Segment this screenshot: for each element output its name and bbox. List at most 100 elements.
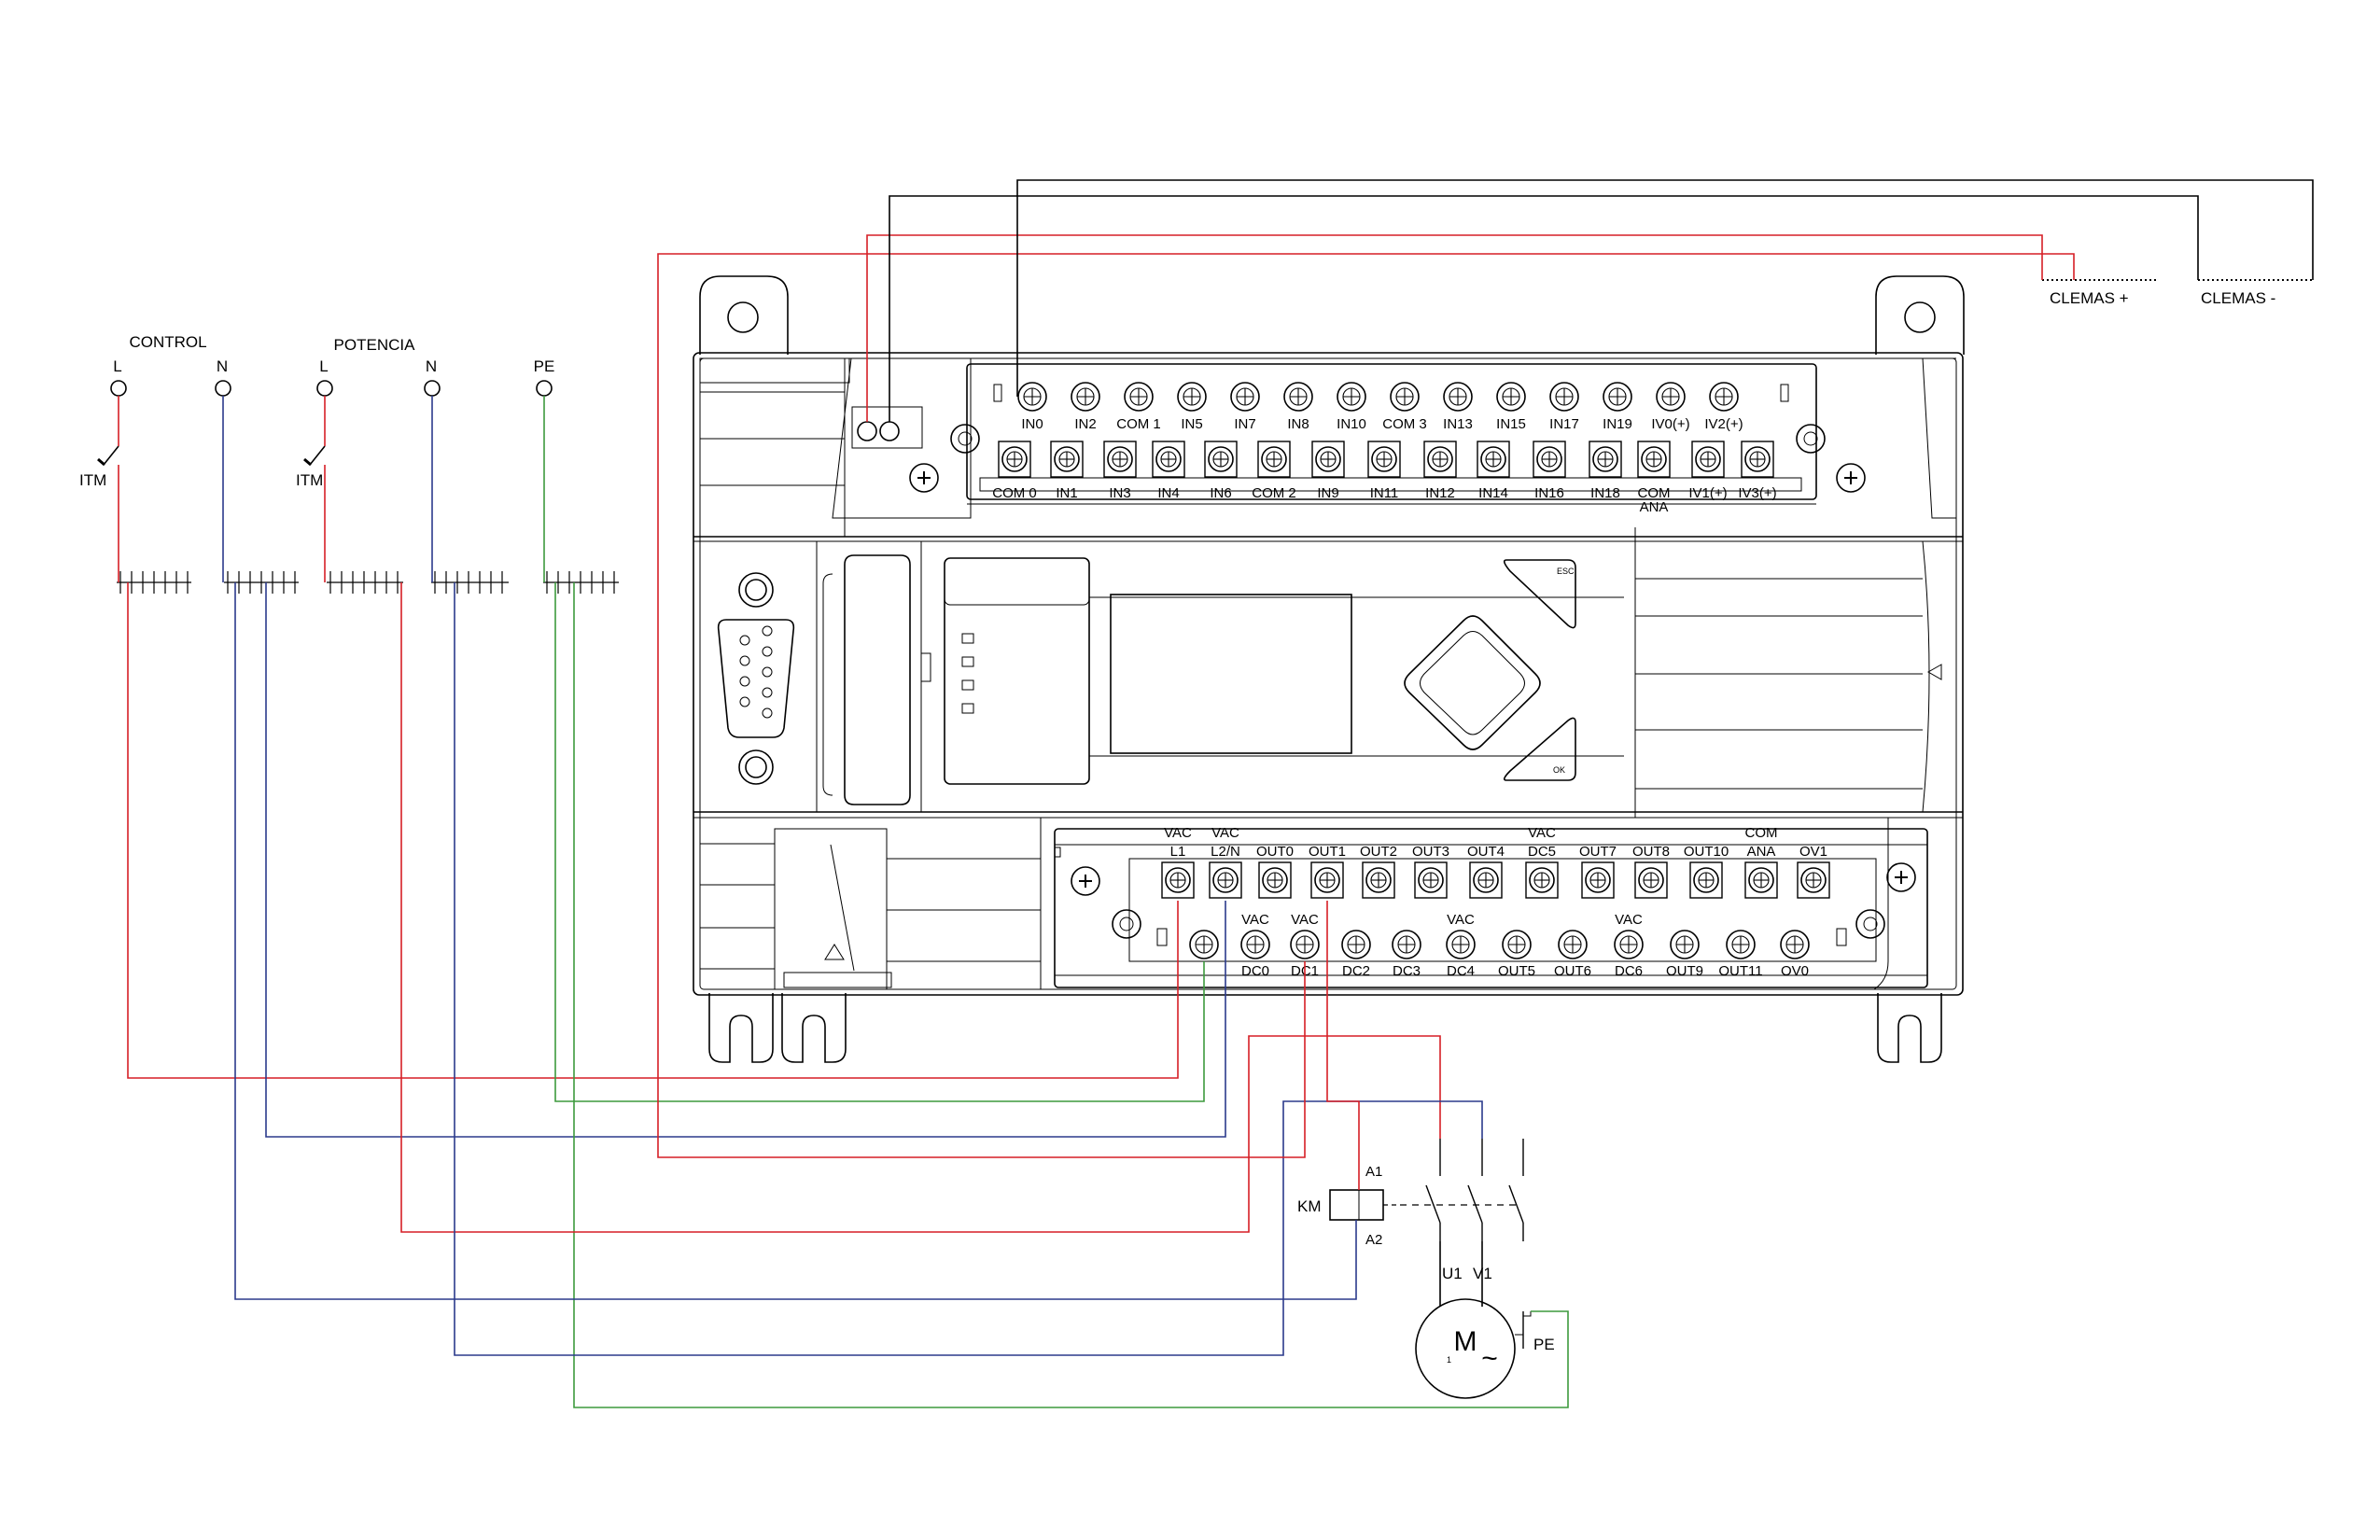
terminal-in6-bottom-of-top[interactable] <box>1204 441 1238 478</box>
terminal-in19-top[interactable] <box>1603 382 1632 412</box>
terminal-dc2-lower[interactable] <box>1341 930 1371 959</box>
terminal-in10-top[interactable] <box>1337 382 1366 412</box>
terminal-in8-top[interactable] <box>1283 382 1313 412</box>
terminal-l2-n-output[interactable] <box>1209 861 1242 899</box>
supply-terminal-label-potencia-n: N <box>426 357 437 375</box>
breaker-itm-control: ITM <box>79 445 119 489</box>
breaker-itm-potencia: ITM <box>296 445 326 489</box>
terminal-dc6-lower[interactable] <box>1614 930 1644 959</box>
status-led-3 <box>961 679 974 691</box>
terminal-in4-bottom-of-top[interactable] <box>1152 441 1185 478</box>
terminal-out9-lower[interactable] <box>1670 930 1700 959</box>
terminal-out2-output[interactable] <box>1362 861 1395 899</box>
terminal-ov1-output[interactable] <box>1797 861 1830 899</box>
contactor-a1-label: A1 <box>1365 1164 1382 1180</box>
terminal-label-out7-output: OUT7 <box>1579 844 1617 860</box>
terminal-l1-output[interactable] <box>1161 861 1195 899</box>
distribution-bars <box>117 571 619 594</box>
bottom-left-screw <box>1112 909 1141 939</box>
terminal-out4-output[interactable] <box>1469 861 1503 899</box>
terminal-label-in3-bottom-of-top: IN3 <box>1109 485 1130 501</box>
bus-potencia-l <box>327 571 403 594</box>
terminal-ana-output[interactable] <box>1744 861 1778 899</box>
left-top-ribs <box>699 357 850 537</box>
terminal-label-out3-output: OUT3 <box>1412 844 1449 860</box>
terminal-iv1-bottom-of-top[interactable] <box>1691 441 1725 478</box>
terminal-in16-bottom-of-top[interactable] <box>1533 441 1566 478</box>
terminal-out7-output[interactable] <box>1581 861 1615 899</box>
esc-button[interactable] <box>1503 559 1576 629</box>
terminal-iv3-bottom-of-top[interactable] <box>1741 441 1774 478</box>
terminal-label-in15-top: IN15 <box>1496 416 1526 432</box>
terminal-label-in18-bottom-of-top: IN18 <box>1590 485 1620 501</box>
contact-pole-1 <box>1425 1139 1441 1241</box>
terminal-out11-lower[interactable] <box>1726 930 1756 959</box>
terminal-in17-top[interactable] <box>1549 382 1579 412</box>
terminal-in14-bottom-of-top[interactable] <box>1477 441 1510 478</box>
terminal-out6-lower[interactable] <box>1558 930 1588 959</box>
terminal-com-bottom-of-top[interactable] <box>1637 441 1671 478</box>
terminal-in13-top[interactable] <box>1443 382 1473 412</box>
terminal-label-dc2-lower: DC2 <box>1342 963 1370 979</box>
terminal-in5-top[interactable] <box>1177 382 1207 412</box>
terminal-group-label-l1: VAC <box>1164 825 1192 841</box>
terminal-out10-output[interactable] <box>1689 861 1723 899</box>
terminal-in0-top[interactable] <box>1017 382 1047 412</box>
wire-jumper-to-clemas-plus <box>866 234 2043 422</box>
terminal-dc0-lower[interactable] <box>1240 930 1270 959</box>
terminal-dc5-output[interactable] <box>1525 861 1559 899</box>
terminal-dc1-lower[interactable] <box>1290 930 1320 959</box>
terminal-in7-top[interactable] <box>1230 382 1260 412</box>
terminal-com-1-top[interactable] <box>1124 382 1154 412</box>
terminal-dc4-lower[interactable] <box>1446 930 1476 959</box>
clemas-plus-label: CLEMAS + <box>2050 289 2129 307</box>
terminal-out3-output[interactable] <box>1414 861 1448 899</box>
terminal-in9-bottom-of-top[interactable] <box>1311 441 1345 478</box>
keypad: ESC OK <box>1404 559 1576 781</box>
bottom-terminal-housing <box>1054 828 1928 988</box>
terminal-label-iv2-top: IV2(+) <box>1704 416 1743 432</box>
serial-port-db9 <box>717 619 795 738</box>
terminal-iv2-top[interactable] <box>1709 382 1739 412</box>
terminal-in1-bottom-of-top[interactable] <box>1050 441 1084 478</box>
terminal-label-l1-output: L1 <box>1170 844 1186 860</box>
terminal-com-0-bottom-of-top[interactable] <box>998 441 1031 478</box>
terminal-in11-bottom-of-top[interactable] <box>1367 441 1401 478</box>
terminal-com-3-top[interactable] <box>1390 382 1420 412</box>
ok-button[interactable] <box>1503 717 1576 781</box>
terminal-label-l2-n-output: L2/N <box>1211 844 1240 860</box>
terminal-com-2-bottom-of-top[interactable] <box>1257 441 1291 478</box>
lcd-display <box>1110 594 1352 754</box>
terminal-out1-output[interactable] <box>1310 861 1344 899</box>
terminal-label-in14-bottom-of-top: IN14 <box>1478 485 1508 501</box>
terminal-iv0-top[interactable] <box>1656 382 1686 412</box>
terminal-in3-bottom-of-top[interactable] <box>1103 441 1137 478</box>
clemas-section: CLEMAS + CLEMAS - <box>2042 279 2313 307</box>
terminal-out0-output[interactable] <box>1258 861 1292 899</box>
ok-label: OK <box>1553 765 1565 775</box>
terminal-out5-lower[interactable] <box>1502 930 1532 959</box>
wire-control-l-to-plc-l1 <box>127 582 1179 1079</box>
top-left-plus-screw <box>909 463 939 493</box>
terminal-label-in16-bottom-of-top: IN16 <box>1534 485 1564 501</box>
terminal-label-out11-lower: OUT11 <box>1718 963 1762 979</box>
direction-pad[interactable] <box>1404 615 1541 750</box>
terminal-dc3-lower[interactable] <box>1392 930 1421 959</box>
terminal-in2-top[interactable] <box>1071 382 1100 412</box>
terminal-label-ov1-output: OV1 <box>1799 844 1827 860</box>
terminal-in18-bottom-of-top[interactable] <box>1589 441 1622 478</box>
terminal-in15-top[interactable] <box>1496 382 1526 412</box>
terminal-group-label-dc0-lower: VAC <box>1241 912 1269 928</box>
terminal-label-out2-output: OUT2 <box>1360 844 1397 860</box>
terminal-ov0-lower[interactable] <box>1780 930 1810 959</box>
terminal-out8-output[interactable] <box>1634 861 1668 899</box>
terminal-in12-bottom-of-top[interactable] <box>1423 441 1457 478</box>
status-led-4 <box>961 703 974 714</box>
contactor-km: KM A1 A2 <box>1297 1139 1524 1248</box>
terminal-label-in4-bottom-of-top: IN4 <box>1157 485 1179 501</box>
terminal-pe-plc[interactable] <box>1189 930 1219 959</box>
terminal-label-dc6-lower: DC6 <box>1615 963 1643 979</box>
motor-tilde: ~ <box>1481 1343 1498 1374</box>
terminal-label-com-bottom-of-top: COM <box>1638 485 1671 501</box>
status-led-2 <box>961 656 974 667</box>
